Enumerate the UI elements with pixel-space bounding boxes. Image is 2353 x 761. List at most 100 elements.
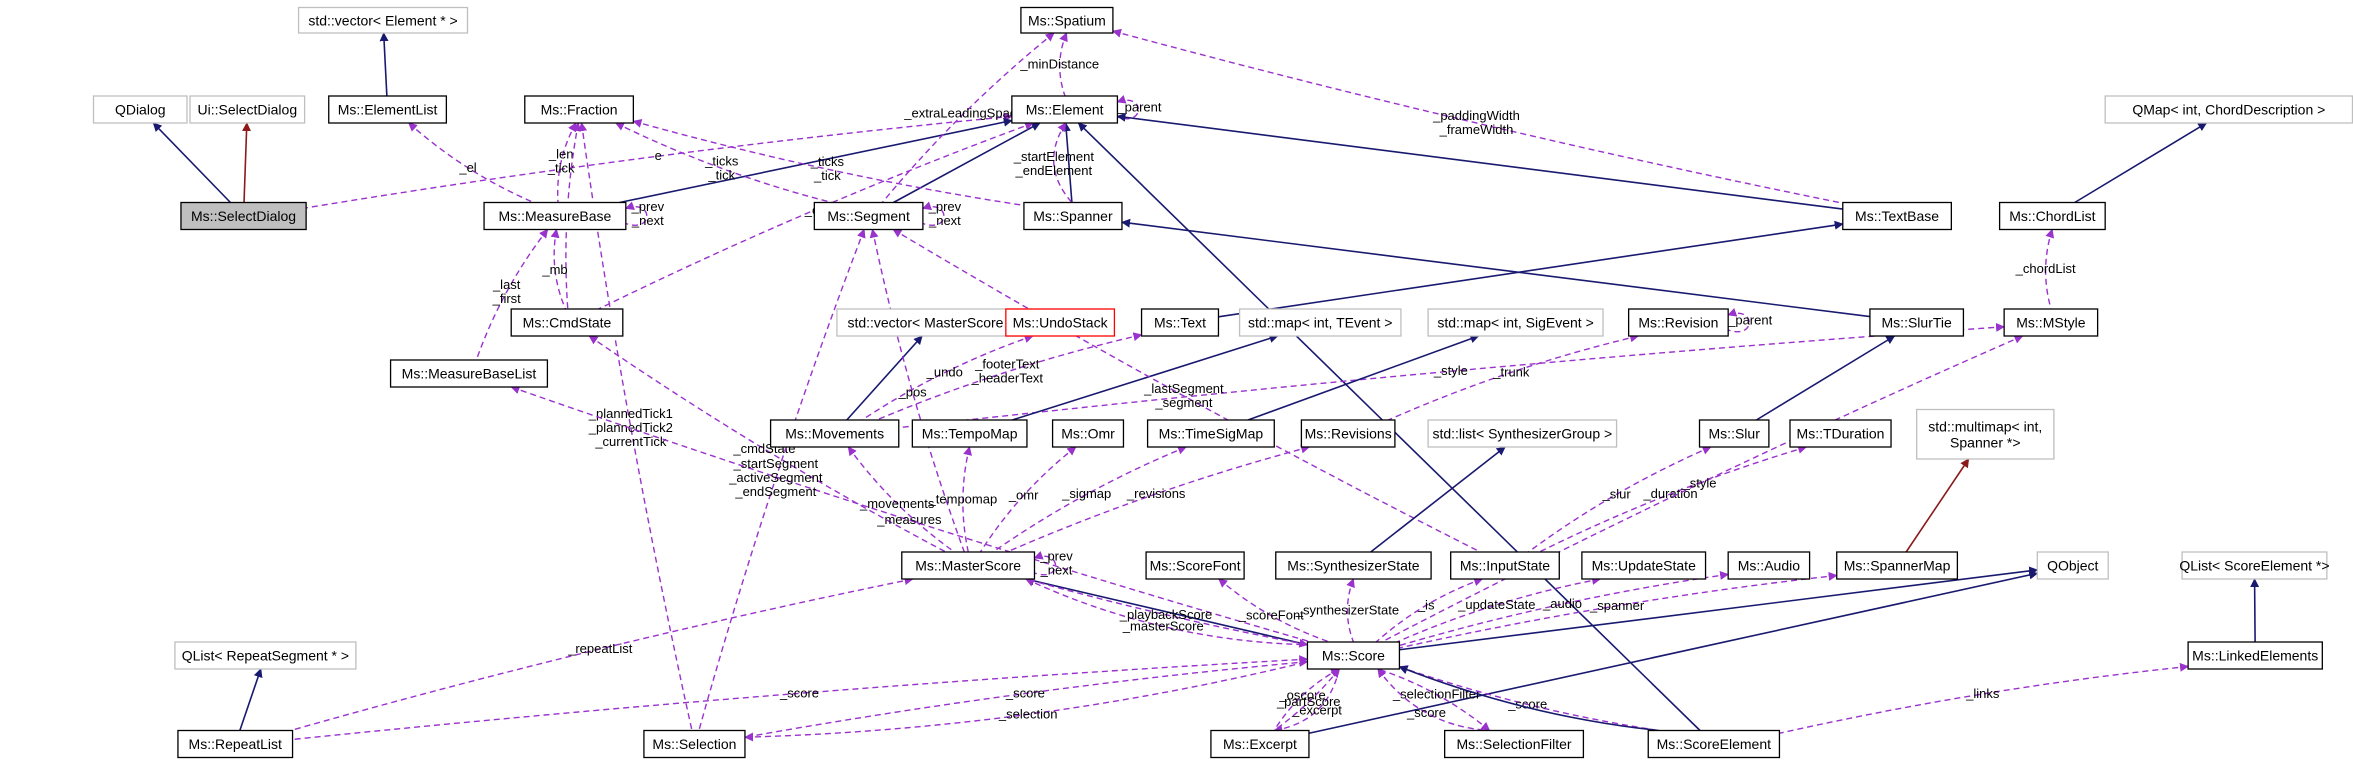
edge-line: [1538, 445, 1808, 553]
node-omr[interactable]: Ms::Omr: [1051, 419, 1125, 448]
edge-fraction-to-segment: _ticks_tick: [614, 122, 833, 204]
node-slur[interactable]: Ms::Slur: [1698, 419, 1770, 448]
node-repeatlist[interactable]: Ms::RepeatList: [177, 729, 294, 759]
edge-label: _tempomap: [928, 491, 998, 506]
node-inputstate[interactable]: Ms::InputState: [1450, 551, 1560, 580]
edge-undostack-to-movements: _undo: [861, 334, 1034, 421]
node-slurtie[interactable]: Ms::SlurTie: [1869, 308, 1965, 337]
node-qmap-chord[interactable]: QMap< int, ChordDescription >: [2104, 95, 2353, 124]
node-label: std::vector< MasterScore *>: [847, 315, 1021, 331]
edge-line: [876, 332, 1143, 421]
node-masterscore[interactable]: Ms::MasterScore: [901, 551, 1036, 580]
node-label: Ms::MeasureBase: [499, 208, 612, 224]
node-map-sigevent[interactable]: std::map< int, SigEvent >: [1427, 308, 1604, 337]
edge-list_synth-to-synthstate: [1370, 446, 1506, 553]
node-tempomap[interactable]: Ms::TempoMap: [911, 419, 1028, 448]
edge-label: _score: [1406, 705, 1446, 720]
edge-label: _ticks_tick: [704, 153, 739, 182]
edge-qobject-to-score: [1399, 566, 2039, 651]
node-box: [389, 359, 549, 388]
edge-label: _prev_next: [1039, 549, 1073, 578]
node-textbase[interactable]: Ms::TextBase: [1842, 201, 1953, 231]
node-measurebaselist[interactable]: Ms::MeasureBaseList: [389, 359, 549, 388]
edge-elementlist-to-measurebase: _el: [408, 122, 535, 204]
node-label: Ms::Slur: [1709, 426, 1761, 442]
node-undostack[interactable]: Ms::UndoStack: [1005, 308, 1116, 337]
node-selectdialog[interactable]: Ms::SelectDialog: [180, 201, 307, 231]
edge-segment-to-masterscore: _pos: [869, 228, 965, 553]
edge-qdialog-to-selectdialog: [152, 122, 232, 204]
node-box: [1300, 419, 1396, 448]
node-box: [1427, 419, 1618, 448]
edge-line: [1061, 122, 1073, 203]
node-elementlist[interactable]: Ms::ElementList: [328, 95, 448, 124]
node-qlist-repeatsegment[interactable]: QList< RepeatSegment * >: [174, 641, 357, 670]
edge-line: [2044, 228, 2055, 310]
edge-label: _startSegment_activeSegment_endSegment: [728, 456, 823, 499]
node-segment[interactable]: Ms::Segment: [813, 201, 924, 231]
edge-line: [1121, 218, 1871, 318]
node-score[interactable]: Ms::Score: [1306, 641, 1401, 670]
node-spanner[interactable]: Ms::Spanner: [1023, 201, 1123, 231]
edge-timesigmap-to-masterscore: _sigmap: [992, 445, 1187, 553]
node-fraction[interactable]: Ms::Fraction: [524, 95, 635, 124]
node-mstyle[interactable]: Ms::MStyle: [2003, 308, 2099, 337]
node-chordlist[interactable]: Ms::ChordList: [1998, 201, 2106, 231]
node-label: Ms::Revision: [1638, 315, 1718, 331]
node-box: [189, 95, 306, 124]
edge-line: [979, 446, 1077, 553]
node-synthstate[interactable]: Ms::SynthesizerState: [1275, 551, 1432, 580]
node-tduration[interactable]: Ms::TDuration: [1789, 419, 1892, 448]
node-selectionfilter[interactable]: Ms::SelectionFilter: [1444, 729, 1585, 759]
node-list-synth[interactable]: std::list< SynthesizerGroup >: [1427, 419, 1618, 448]
node-scoreelement[interactable]: Ms::ScoreElement: [1647, 729, 1781, 759]
edge-revision-to-revision: _parent: [1727, 308, 1773, 333]
node-box: [1020, 6, 1114, 34]
node-linkedelements[interactable]: Ms::LinkedElements: [2187, 641, 2323, 670]
node-label: Ms::TimeSigMap: [1159, 426, 1264, 442]
edge-element-to-measurebase: [619, 117, 1013, 204]
edge-vector_element-to-elementlist: [379, 32, 389, 97]
edge-label: e: [655, 148, 662, 163]
edge-score-to-masterscore: _playbackScore: [1025, 578, 1309, 648]
edge-label: _prev_next: [928, 199, 962, 228]
node-excerpt[interactable]: Ms::Excerpt: [1210, 729, 1310, 759]
node-box: [524, 95, 635, 124]
node-measurebase[interactable]: Ms::MeasureBase: [483, 201, 627, 231]
node-revisions[interactable]: Ms::Revisions: [1300, 419, 1396, 448]
node-cmdstate[interactable]: Ms::CmdState: [510, 308, 624, 337]
edge-line: [1377, 668, 1491, 732]
edge-line: [550, 228, 567, 310]
node-vector-element[interactable]: std::vector< Element * >: [297, 6, 469, 34]
edge-line: [239, 668, 263, 731]
node-audio[interactable]: Ms::Audio: [1727, 551, 1811, 580]
edge-scorefont-to-score: _scoreFont: [1218, 578, 1330, 643]
edge-spannermap-to-score: _spanner: [1399, 571, 1838, 649]
edge-inputstate-to-score: _is: [1375, 577, 1484, 643]
edge-label: _partScore: [1276, 694, 1341, 709]
node-selection[interactable]: Ms::Selection: [643, 729, 746, 759]
node-updatestate[interactable]: Ms::UpdateState: [1581, 551, 1707, 580]
node-text[interactable]: Ms::Text: [1140, 308, 1220, 337]
node-multimap-spanner[interactable]: std::multimap< int,Spanner *>: [1916, 408, 2055, 460]
node-ui-selectdialog[interactable]: Ui::SelectDialog: [189, 95, 306, 124]
node-label: Ms::Spatium: [1028, 12, 1106, 28]
edge-line: [556, 122, 577, 203]
node-revision[interactable]: Ms::Revision: [1627, 308, 1729, 337]
node-map-tevent[interactable]: std::map< int, TEvent >: [1238, 308, 1402, 337]
node-timesigmap[interactable]: Ms::TimeSigMap: [1146, 419, 1275, 448]
node-qdialog[interactable]: QDialog: [92, 95, 188, 124]
node-label: std::map< int, SigEvent >: [1437, 315, 1593, 331]
node-qlist-scoreelement[interactable]: QList< ScoreElement *>: [2179, 551, 2330, 580]
edge-slurtie-to-slur: [1755, 335, 1896, 421]
node-label: Ms::CmdState: [523, 315, 612, 331]
node-vector-masterscore[interactable]: std::vector< MasterScore *>: [836, 308, 1033, 337]
node-movements[interactable]: Ms::Movements: [769, 419, 900, 448]
edge-label: _parent: [1727, 313, 1772, 328]
node-qobject[interactable]: QObject: [2036, 551, 2109, 580]
node-element[interactable]: Ms::Element: [1011, 95, 1119, 124]
node-spannermap[interactable]: Ms::SpannerMap: [1836, 551, 1959, 580]
node-scorefont[interactable]: Ms::ScoreFont: [1145, 551, 1245, 580]
node-box: [1051, 419, 1125, 448]
node-spatium[interactable]: Ms::Spatium: [1020, 6, 1114, 34]
